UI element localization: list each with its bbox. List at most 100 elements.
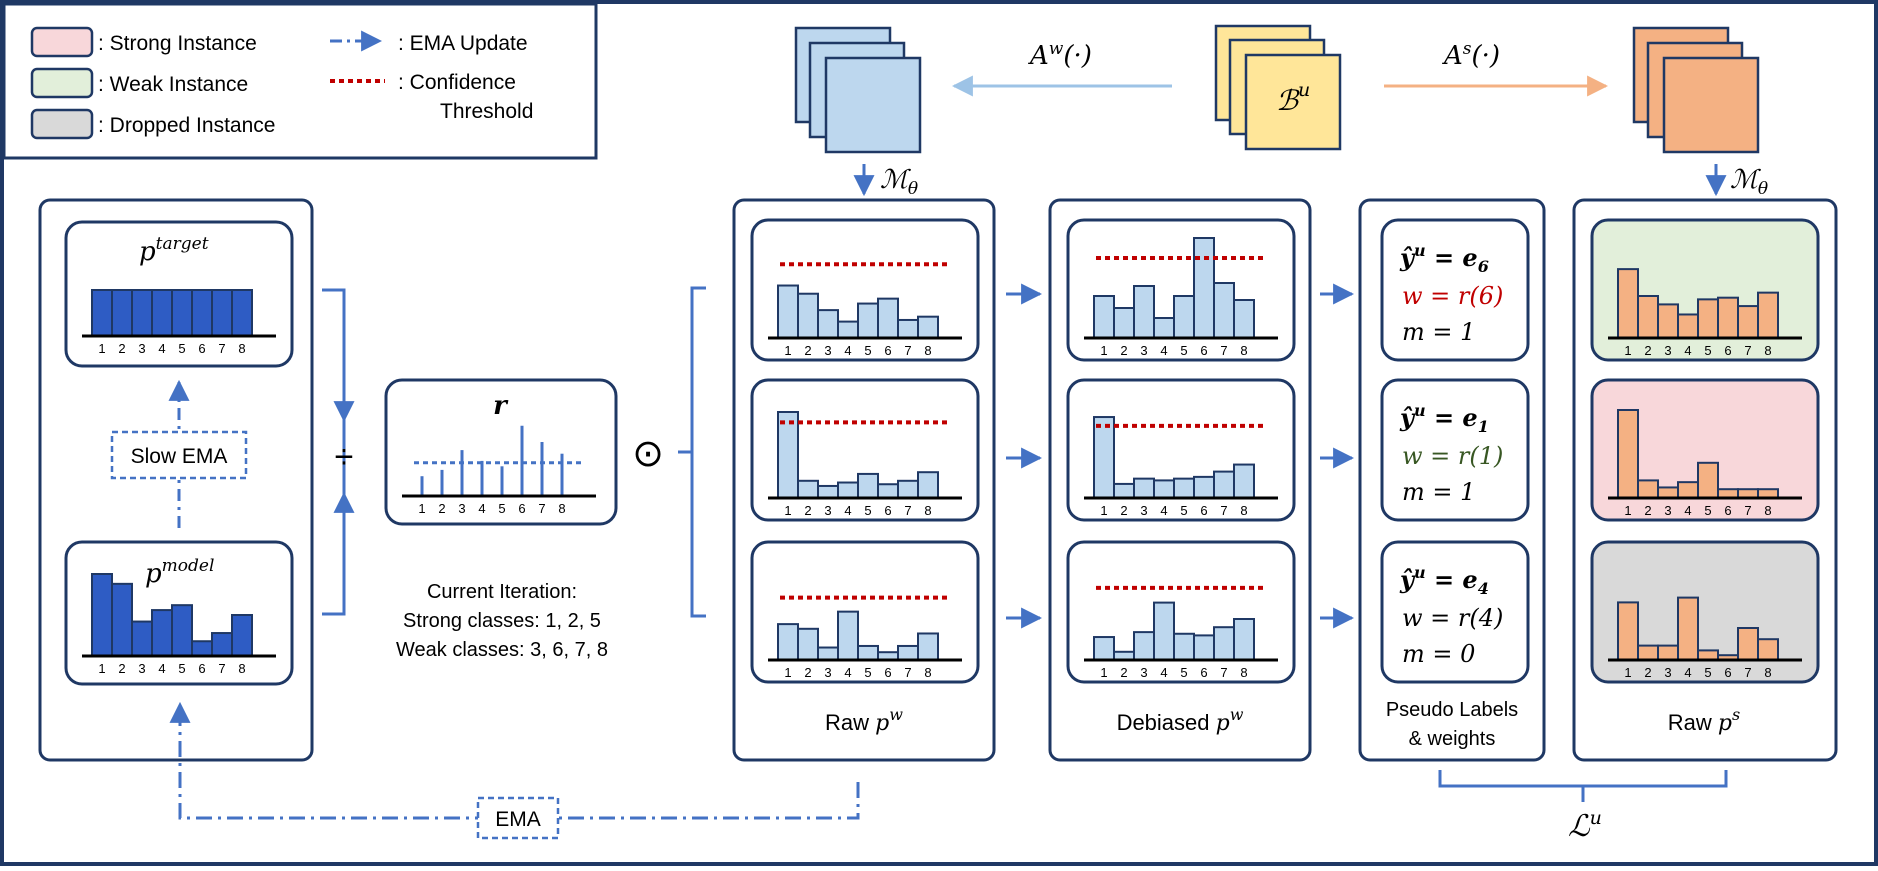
- tick-label: 1: [784, 665, 791, 680]
- tick-label: 3: [1140, 503, 1147, 518]
- legend-strong-swatch: [30, 26, 94, 58]
- model-left-label: ℳθ: [880, 165, 918, 199]
- bar: [1757, 291, 1779, 340]
- bar: [917, 471, 939, 500]
- tick-label: 7: [218, 661, 225, 676]
- weak-aug-stack: [794, 26, 922, 154]
- bar: [1697, 461, 1719, 499]
- loss-bracket: [1438, 770, 1728, 802]
- tick-label: 4: [844, 503, 851, 518]
- bar: [1757, 638, 1779, 662]
- bar: [131, 289, 153, 337]
- legend-threshold-label-2: Threshold: [440, 100, 533, 123]
- tick-label: 3: [138, 341, 145, 356]
- tick-label: 4: [1684, 503, 1691, 518]
- tick-label: 3: [138, 661, 145, 676]
- tick-label: 6: [518, 501, 525, 516]
- bar: [1737, 627, 1759, 661]
- bar: [111, 289, 133, 337]
- bar: [231, 614, 253, 657]
- bar: [1657, 644, 1679, 661]
- tick-label: 5: [178, 341, 185, 356]
- tick-label: 1: [784, 343, 791, 358]
- r-label: r: [493, 391, 509, 421]
- bar: [1697, 298, 1719, 339]
- bar: [1677, 481, 1699, 500]
- tick-label: 3: [824, 665, 831, 680]
- pseudo-mask: m = 1: [1402, 478, 1475, 506]
- bar: [897, 318, 919, 339]
- tick-label: 7: [538, 501, 545, 516]
- tick-label: 3: [824, 343, 831, 358]
- bar: [131, 620, 153, 657]
- strong-aug-stack: [1632, 26, 1760, 154]
- bar: [797, 627, 819, 661]
- tick-label: 3: [1664, 665, 1671, 680]
- pseudo-label: ŷu = e4: [1399, 563, 1489, 598]
- bar: [1133, 285, 1155, 339]
- bar: [1233, 618, 1255, 661]
- bar: [1193, 237, 1215, 339]
- bar: [837, 481, 859, 499]
- tick-label: 8: [238, 661, 245, 676]
- pseudo-label: ŷu = e1: [1399, 401, 1489, 436]
- tick-label: 8: [924, 665, 931, 680]
- tick-label: 1: [1100, 665, 1107, 680]
- pseudo-caption-2: & weights: [1409, 728, 1496, 750]
- tick-label: 8: [1764, 665, 1771, 680]
- bar: [777, 284, 799, 339]
- batch-stack: ℬ u: [1214, 24, 1342, 151]
- tick-label: 4: [478, 501, 485, 516]
- bar: [857, 644, 879, 662]
- raw-ps-caption: Raw ps: [1668, 705, 1740, 736]
- tick-label: 1: [1624, 665, 1631, 680]
- batch-label: ℬ: [1276, 84, 1300, 117]
- bar: [151, 289, 173, 337]
- tick-label: 1: [1100, 343, 1107, 358]
- tick-label: 5: [864, 503, 871, 518]
- bar: [1173, 632, 1195, 662]
- tick-label: 6: [198, 661, 205, 676]
- legend-dropped-swatch: [30, 108, 94, 140]
- bar: [1093, 416, 1115, 500]
- bar: [1617, 268, 1639, 339]
- bar: [777, 411, 799, 499]
- bar: [837, 320, 859, 340]
- slow-ema-box: [110, 430, 248, 480]
- tick-label: 6: [884, 343, 891, 358]
- tick-label: 2: [804, 665, 811, 680]
- r-caption-2: Strong classes: 1, 2, 5: [403, 610, 601, 632]
- tick-label: 5: [1704, 665, 1711, 680]
- bar: [1193, 475, 1215, 500]
- slow-ema-label: Slow EMA: [131, 445, 228, 468]
- bar: [211, 632, 233, 657]
- loss-label: ℒu: [1568, 807, 1602, 844]
- bar: [191, 289, 213, 337]
- tick-label: 7: [904, 665, 911, 680]
- bar: [1657, 486, 1679, 500]
- bar: [1093, 636, 1115, 661]
- divide-symbol: ÷: [335, 438, 354, 476]
- divide-bracket: [322, 288, 346, 616]
- bar: [1737, 305, 1759, 339]
- tick-label: 4: [1684, 665, 1691, 680]
- bar: [1657, 303, 1679, 339]
- tick-label: 5: [498, 501, 505, 516]
- tick-label: 4: [1684, 343, 1691, 358]
- tick-label: 8: [1240, 343, 1247, 358]
- p-target-label: ptarget: [139, 234, 209, 267]
- bar: [1153, 479, 1175, 499]
- tick-label: 6: [1200, 343, 1207, 358]
- tick-label: 3: [824, 503, 831, 518]
- bar: [111, 582, 133, 658]
- tick-label: 6: [884, 665, 891, 680]
- tick-label: 2: [118, 661, 125, 676]
- tick-label: 7: [1744, 503, 1751, 518]
- odot-bracket: [678, 286, 706, 618]
- pseudo-mask: m = 0: [1402, 640, 1475, 668]
- bar: [1133, 631, 1155, 661]
